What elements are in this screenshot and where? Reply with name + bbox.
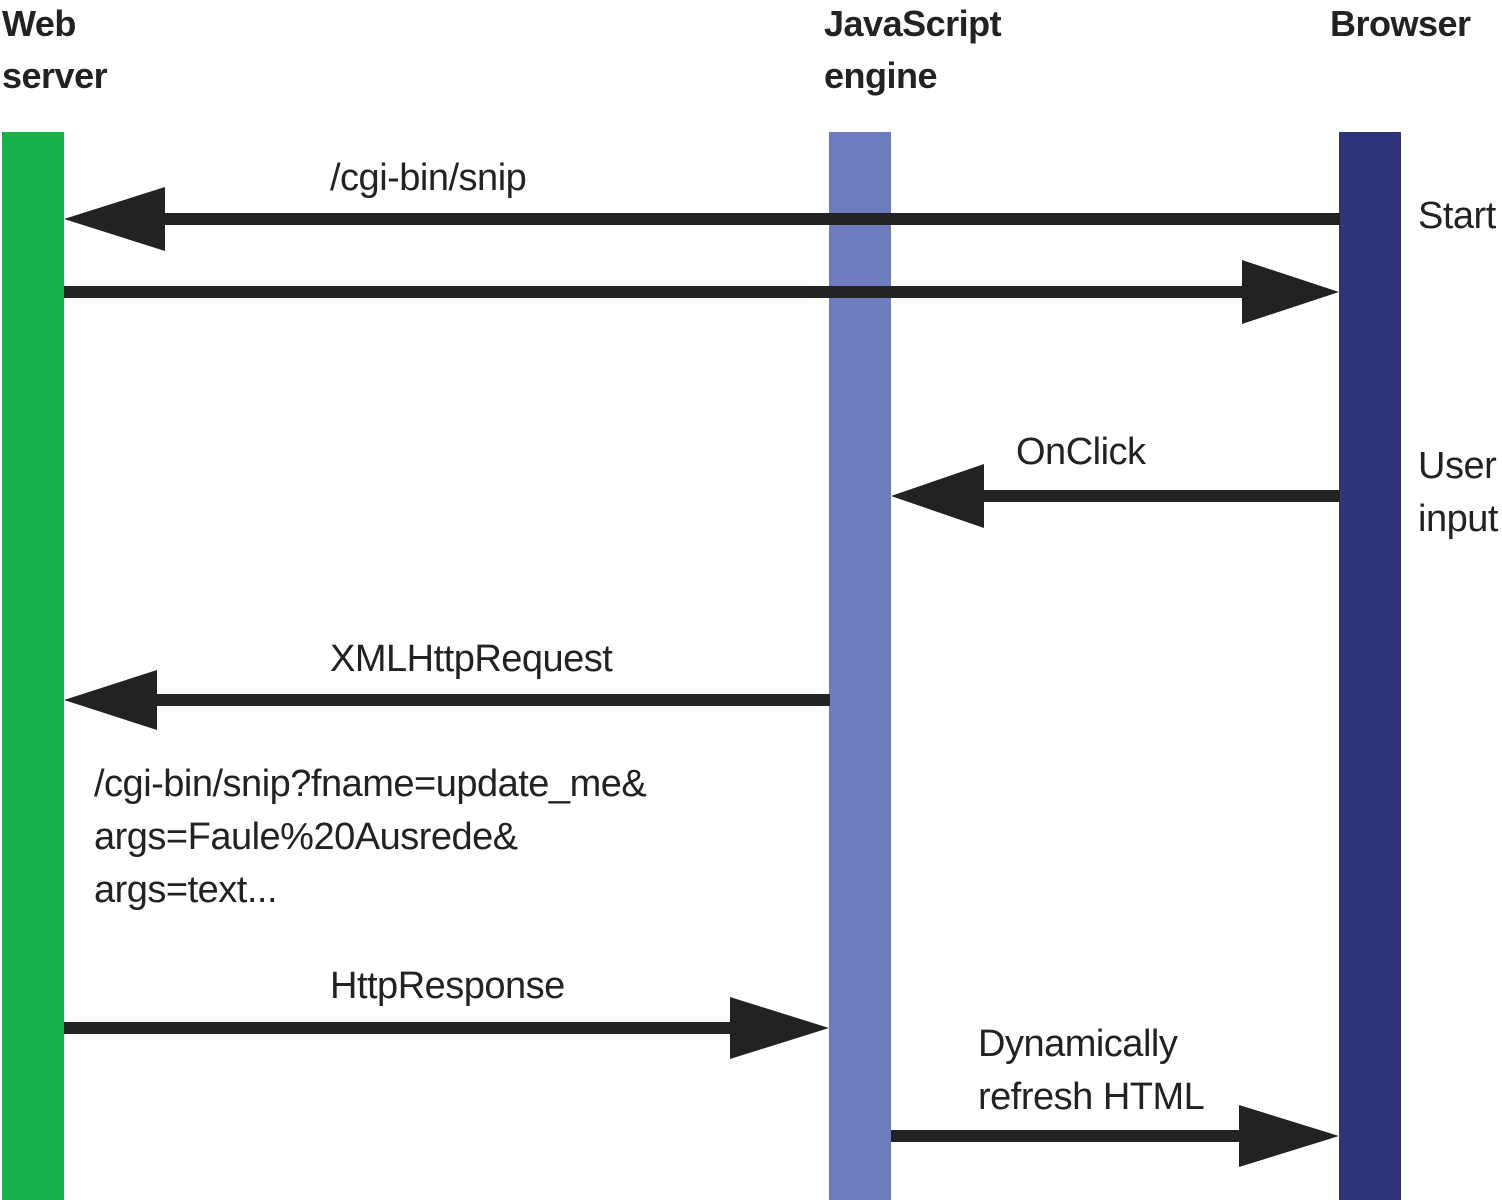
message-xhr-label: XMLHttpRequest (330, 638, 613, 680)
phase-start-label: Start (1418, 195, 1496, 237)
web-server-lifeline (2, 132, 64, 1200)
message-cgi-snip-label: /cgi-bin/snip (330, 157, 527, 199)
actor-js-engine-label: JavaScript engine (824, 3, 1002, 96)
message-http-response-label: HttpResponse (330, 965, 565, 1007)
arrow-onclick (891, 464, 1340, 528)
message-xhr-query-label: /cgi-bin/snip?fname=update_me& args=Faul… (94, 763, 647, 911)
phase-user-input-label: User input (1418, 445, 1498, 540)
arrow-refresh-html (891, 1105, 1339, 1167)
message-refresh-label: Dynamically refresh HTML (978, 1023, 1205, 1118)
actor-browser-label: Browser (1330, 3, 1471, 44)
arrow-response-page (64, 260, 1339, 324)
arrow-request-snip (64, 187, 1340, 251)
browser-lifeline (1339, 132, 1401, 1200)
arrow-xhr (64, 670, 830, 730)
arrow-http-response (64, 997, 829, 1059)
actor-web-server-label: Web server (2, 3, 108, 96)
js-engine-lifeline (829, 132, 891, 1200)
message-onclick-label: OnClick (1016, 431, 1146, 473)
